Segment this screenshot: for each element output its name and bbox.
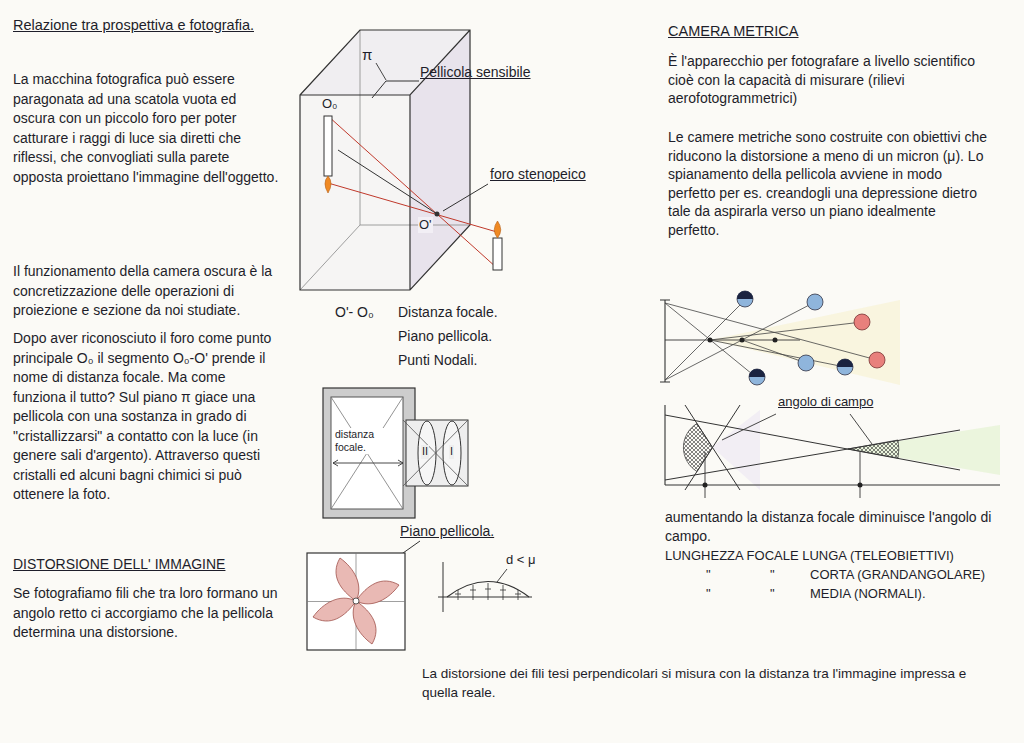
nodal-points-diagram-part xyxy=(660,300,670,382)
field-angle-diagram-part xyxy=(683,424,712,472)
lens-diagram-part xyxy=(331,397,403,509)
distortion-curve xyxy=(438,562,532,612)
list-item: MEDIA (NORMALI). xyxy=(810,586,926,602)
pinhole-camera-part xyxy=(338,150,437,214)
field-angle-diagram-part xyxy=(703,483,708,488)
note-text: La distorsione dei fili tesi perpendicol… xyxy=(422,664,992,702)
body-text: La macchina fotografica può essere parag… xyxy=(13,70,281,187)
ditto-mark: " xyxy=(706,567,711,583)
field-angle-diagram-part xyxy=(848,425,1000,475)
nodal-points-diagram-part xyxy=(869,352,885,368)
page-heading: Relazione tra prospettiva e fotografia. xyxy=(13,16,263,34)
part-label: Piano pellicola. xyxy=(400,523,494,541)
nodal-points-diagram-part xyxy=(665,300,877,380)
film-plane-distortion-part xyxy=(307,553,405,650)
dimension-label: distanza focale. xyxy=(334,428,402,454)
dimension-label: d < μ xyxy=(506,552,536,568)
plane-symbol: π xyxy=(362,46,372,65)
nodal-points-diagram-part xyxy=(807,294,823,310)
section-heading: DISTORSIONE DELL' IMMAGINE xyxy=(13,556,281,574)
nodal-points-diagram-part xyxy=(737,291,753,307)
field-angle-diagram-part xyxy=(665,415,960,480)
body-text: Dopo aver riconosciuto il foro come punt… xyxy=(13,329,281,505)
body-text: È l'apparecchio per fotografare a livell… xyxy=(668,52,988,108)
ditto-mark: " xyxy=(770,567,775,583)
pinhole-camera-part xyxy=(372,81,419,98)
film-plane-distortion-part xyxy=(353,598,359,604)
formula-text: O'- O₀ xyxy=(335,304,374,322)
nodal-points-diagram-part xyxy=(665,340,800,341)
nodal-points-diagram-part xyxy=(798,355,814,371)
nodal-points-diagram-part xyxy=(854,314,870,330)
nodal-points-diagram-part xyxy=(710,300,900,385)
nodal-points-diagram-part xyxy=(737,291,753,299)
pinhole-camera-part xyxy=(435,212,440,217)
field-angle-diagram-part xyxy=(858,483,863,488)
distortion-curve-part xyxy=(455,583,521,600)
part-label: Pellicola sensibile xyxy=(420,64,531,82)
lens-diagram-part xyxy=(403,420,468,486)
pinhole-camera-part xyxy=(325,176,331,193)
lens-number: I xyxy=(449,445,454,459)
ditto-mark: " xyxy=(706,586,711,602)
film-plane-distortion-part-part xyxy=(356,581,399,604)
pinhole-camera-part xyxy=(300,95,410,290)
pinhole-camera-part xyxy=(443,184,488,211)
pinhole-camera-part xyxy=(376,63,386,80)
nodal-points-diagram-part xyxy=(837,359,853,367)
ditto-mark: " xyxy=(770,586,775,602)
film-plane-distortion-part-part xyxy=(313,598,356,621)
lens-diagram-part xyxy=(331,397,403,509)
note-text: Punti Nodali. xyxy=(398,352,477,370)
pinhole-camera-part xyxy=(324,116,332,176)
note-text: aumentando la distanza focale diminuisce… xyxy=(665,508,1005,545)
field-angle-diagram-part xyxy=(848,440,899,458)
distortion-curve-part xyxy=(497,569,507,582)
body-text: Se fotografiamo fili che tra loro forman… xyxy=(13,584,281,643)
film-plane-distortion xyxy=(307,541,420,650)
pinhole-camera-part xyxy=(328,183,497,232)
list-item: CORTA (GRANDANGOLARE) xyxy=(810,567,985,583)
pinhole-camera-part xyxy=(300,30,470,95)
lens-number: II xyxy=(421,445,429,459)
distortion-curve-part xyxy=(438,562,532,612)
lens-diagram xyxy=(323,388,468,518)
point-label: O₀ xyxy=(322,96,338,112)
field-angle-diagram-part xyxy=(722,414,872,444)
nodal-points-diagram-part xyxy=(749,369,765,377)
part-label: foro stenopeico xyxy=(490,166,586,184)
part-label: angolo di campo xyxy=(778,394,873,410)
field-angle-diagram-part xyxy=(705,452,860,498)
nodal-points-diagram xyxy=(660,291,900,385)
section-heading: CAMERA METRICA xyxy=(668,22,799,40)
nodal-points-diagram-part xyxy=(708,338,713,343)
field-angle-diagram xyxy=(665,405,1000,498)
body-text: Le camere metriche sono costruite con ob… xyxy=(668,128,988,239)
pinhole-camera-part xyxy=(494,221,501,238)
film-plane-distortion-part-part xyxy=(353,601,376,644)
film-plane-distortion-part xyxy=(307,553,405,650)
lens-diagram-part xyxy=(323,388,415,518)
body-text: Il funzionamento della camera oscura è l… xyxy=(13,262,281,321)
lens-diagram-part xyxy=(333,460,403,466)
nodal-points-diagram-part xyxy=(837,359,853,375)
nodal-points-diagram-part xyxy=(749,369,765,385)
pinhole-camera-part xyxy=(493,238,502,270)
lens-diagram-part xyxy=(443,421,461,485)
film-plane-distortion-part-part xyxy=(336,558,359,601)
film-plane-distortion-part xyxy=(313,558,399,644)
note-text: Piano pellicola. xyxy=(398,328,492,346)
note-text: Distanza focale. xyxy=(398,304,498,322)
nodal-points-diagram-part xyxy=(740,338,745,343)
field-angle-diagram-part xyxy=(665,405,1000,485)
nodal-points-diagram-part xyxy=(773,338,778,343)
point-label: O' xyxy=(418,217,433,233)
list-item: LUNGHEZZA FOCALE LUNGA (TELEOBIETTIVI) xyxy=(665,548,954,564)
lens-diagram-part xyxy=(418,421,436,485)
pinhole-camera-part xyxy=(328,116,497,268)
field-angle-diagram-part xyxy=(712,410,760,490)
